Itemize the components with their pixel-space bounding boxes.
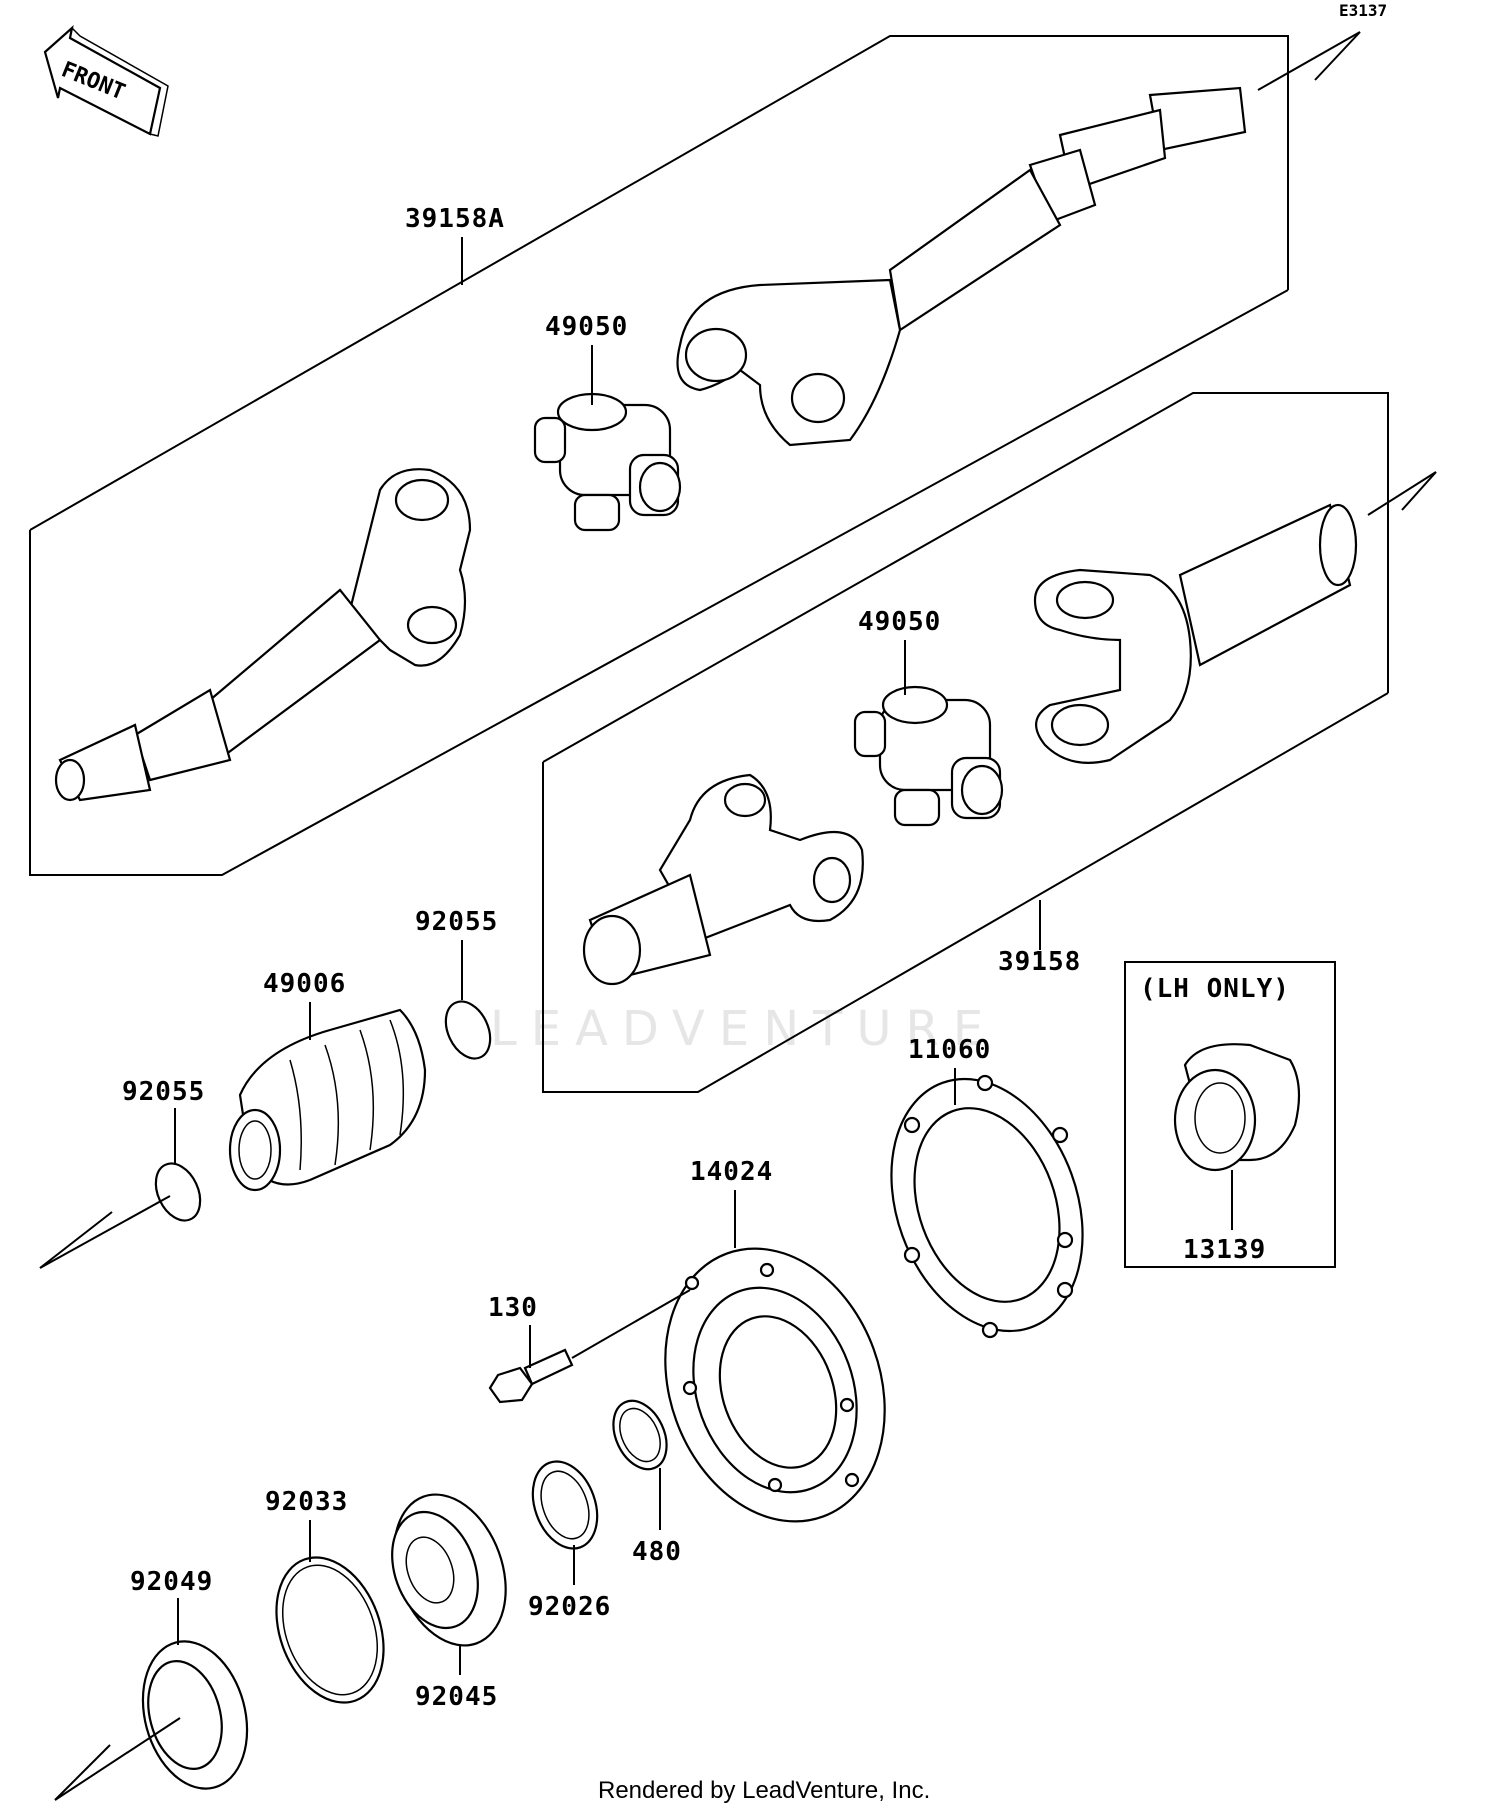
label-snap-ring: 92033 [265,1487,348,1517]
bolt-part [488,1289,691,1404]
circlip-part [612,1399,668,1471]
oil-seal-part [54,1640,249,1801]
watermark-text: LEADVENTURE [490,1001,997,1057]
shaft-rear-left-part [582,773,864,986]
boot-part [228,1008,427,1192]
snap-ring-part [275,1556,385,1704]
label-housing: 14024 [690,1157,773,1187]
front-arrow-icon: FRONT [43,24,169,137]
label-boot: 49006 [263,969,346,999]
label-shaft-front: 39158A [405,204,505,234]
lh-only-label: (LH ONLY) [1140,974,1290,1004]
o-ring-lower-part [154,1162,202,1222]
shaft-rear-group-frame [542,392,1437,1093]
shaft-front-group-frame [29,31,1361,876]
label-cross-joint-upper: 49050 [545,312,628,342]
diagram-code: E3137 [1339,1,1387,20]
footer-credit: Rendered by LeadVenture, Inc. [598,1777,930,1804]
label-bolt: 130 [488,1293,538,1323]
o-ring-upper-part [444,1000,492,1060]
cross-joint-upper-part [533,392,682,532]
label-gasket: 11060 [908,1035,991,1065]
label-bearing: 92045 [415,1682,498,1712]
label-o-ring-lower: 92055 [122,1077,205,1107]
label-cross-joint-lower: 49050 [858,607,941,637]
label-oil-seal: 92049 [130,1567,213,1597]
label-shim: 92026 [528,1592,611,1622]
axis-line [39,1195,171,1269]
shim-part [531,1460,599,1550]
gasket-part [890,1074,1084,1339]
axis-arrow [39,1211,113,1269]
label-o-ring-upper: 92055 [415,907,498,937]
bearing-part [391,1493,507,1647]
label-shaft-rear: 39158 [998,947,1081,977]
label-circlip: 480 [632,1537,682,1567]
housing-part [664,1247,886,1523]
cross-joint-lower-part [853,685,1004,827]
lh-only-box: (LH ONLY) [1124,961,1336,1268]
label-lh-part: 13139 [1183,1235,1266,1265]
shaft-rear-right-part [1033,503,1358,764]
callout-leaders [174,237,1233,1675]
shaft-front-lower-part [54,468,472,802]
shaft-front-upper-part [676,86,1247,447]
